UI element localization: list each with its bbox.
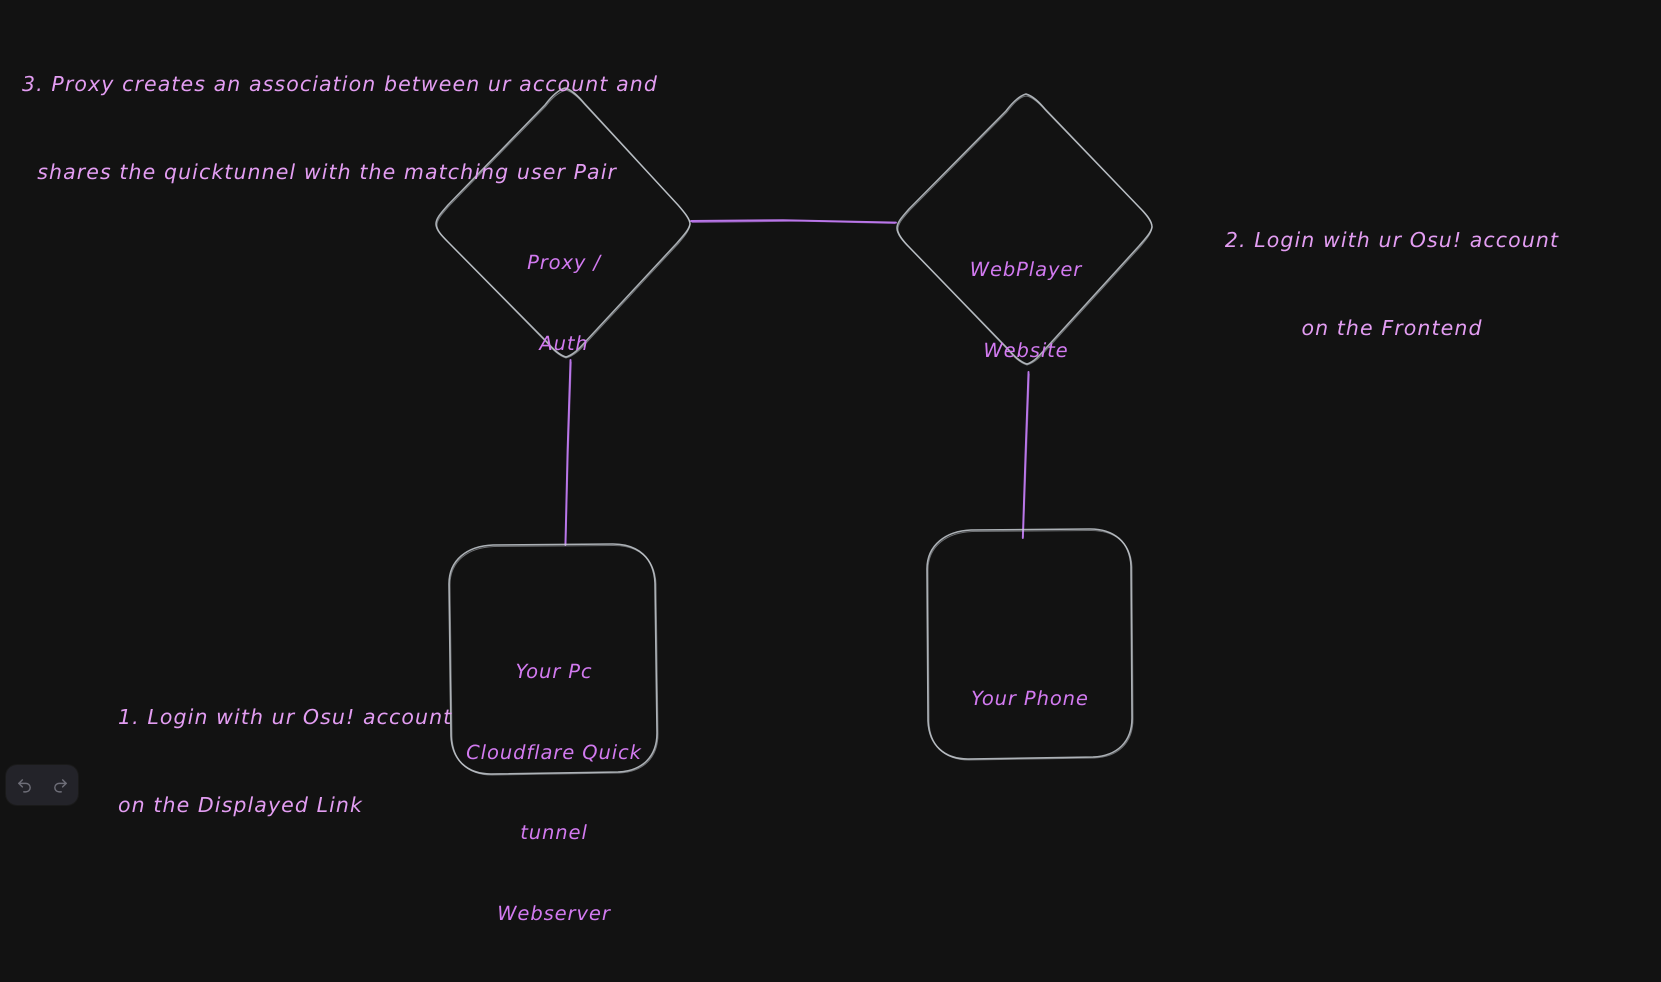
excalidraw-canvas[interactable]: 3. Proxy creates an association between … (0, 0, 1661, 925)
connector-webplayer-to-your-phone[interactable] (1021, 371, 1030, 539)
connector-proxy-to-webplayer[interactable] (690, 219, 897, 224)
node-webplayer-website[interactable] (896, 93, 1153, 366)
redo-button[interactable] (46, 771, 74, 799)
undo-redo-toolbar (6, 765, 78, 805)
redo-arrow-icon (52, 777, 69, 794)
connector-proxy-to-your-pc[interactable] (564, 359, 572, 546)
diagram-drawing-layer (435, 87, 1153, 776)
undo-button[interactable] (10, 771, 38, 799)
node-your-phone[interactable] (926, 528, 1134, 761)
node-proxy-auth[interactable] (435, 87, 691, 359)
undo-arrow-icon (16, 777, 33, 794)
node-your-pc[interactable] (448, 543, 659, 776)
node-label-your-pc-line-4: Webserver (497, 901, 611, 925)
